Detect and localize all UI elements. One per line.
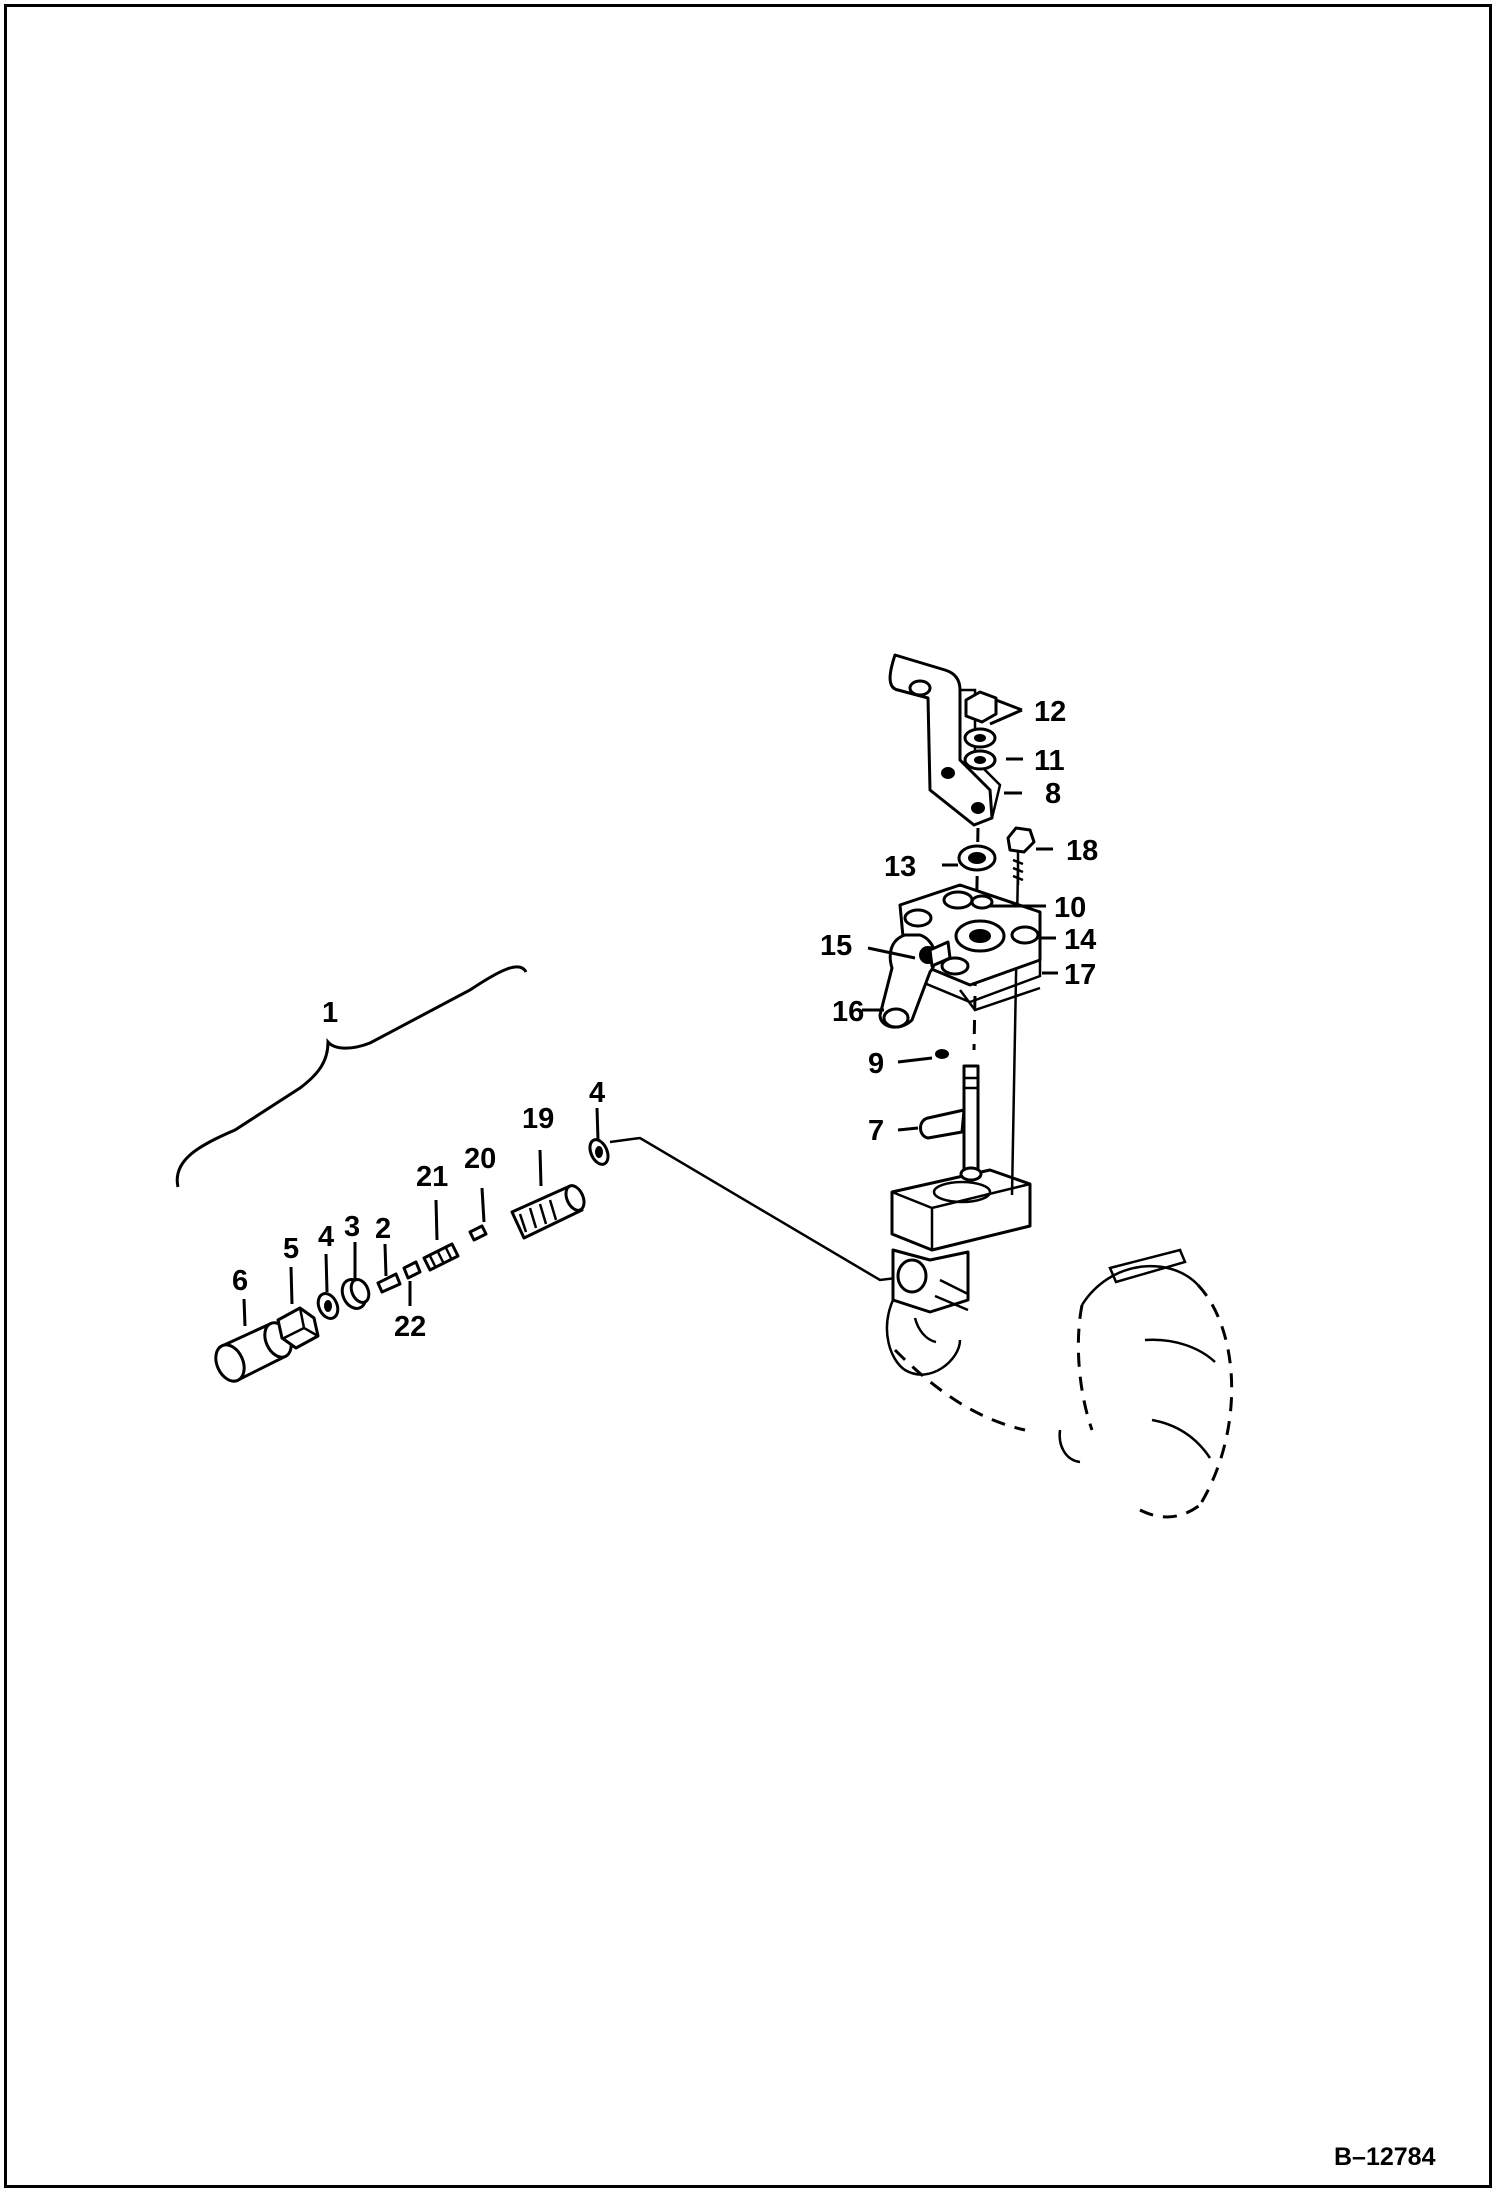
callout-11: 11 (1034, 745, 1065, 777)
callout-15: 15 (820, 930, 852, 962)
shaft-lever-7 (919, 1064, 983, 1182)
assembly-line-valve (609, 1136, 906, 1282)
pump-body (885, 1168, 1032, 1432)
callout-5: 5 (283, 1233, 299, 1265)
bushing-13 (957, 844, 997, 872)
callout-10: 10 (1054, 892, 1086, 924)
valve-body (510, 1184, 586, 1240)
pin-9 (935, 1049, 949, 1059)
callout-6: 6 (232, 1265, 248, 1297)
drawing-frame (4, 4, 1492, 2188)
washer-left (316, 1292, 340, 1320)
lock-washer-12 (963, 727, 997, 749)
lever-16 (878, 933, 937, 1029)
callout-16: 16 (832, 996, 864, 1028)
bolt-18 (1006, 826, 1036, 885)
callout-4-left: 4 (318, 1221, 334, 1253)
callout-19: 19 (522, 1103, 554, 1135)
callout-21: 21 (416, 1161, 448, 1193)
washer-11 (963, 749, 997, 771)
small-piston (402, 1260, 422, 1280)
leader-lines (242, 698, 1058, 1327)
callout-12: 12 (1034, 696, 1066, 728)
callout-18: 18 (1066, 835, 1098, 867)
pin (468, 1224, 488, 1242)
gasket-17 (959, 986, 1041, 1012)
spring (422, 1242, 460, 1272)
callout-9: 9 (868, 1048, 884, 1080)
callout-1: 1 (322, 997, 338, 1029)
nut-12 (964, 690, 998, 724)
callout-2: 2 (375, 1213, 391, 1245)
o-ring-right (588, 1138, 610, 1166)
spring-15 (928, 940, 952, 968)
figure-number: B–12784 (1334, 2143, 1436, 2171)
valve-seat (340, 1278, 371, 1310)
callout-8: 8 (1045, 778, 1061, 810)
callout-22: 22 (394, 1311, 426, 1343)
assembly-brace (175, 965, 528, 1188)
callout-20: 20 (464, 1143, 496, 1175)
callout-3: 3 (344, 1211, 360, 1243)
flywheel-housing (1058, 1248, 1234, 1519)
valve-poppet (376, 1272, 402, 1294)
callout-13: 13 (884, 851, 916, 883)
callout-7: 7 (868, 1115, 884, 1147)
callout-17: 17 (1064, 959, 1096, 991)
callout-4-right: 4 (589, 1077, 605, 1109)
callout-14: 14 (1064, 924, 1096, 956)
hex-nut (276, 1306, 320, 1350)
